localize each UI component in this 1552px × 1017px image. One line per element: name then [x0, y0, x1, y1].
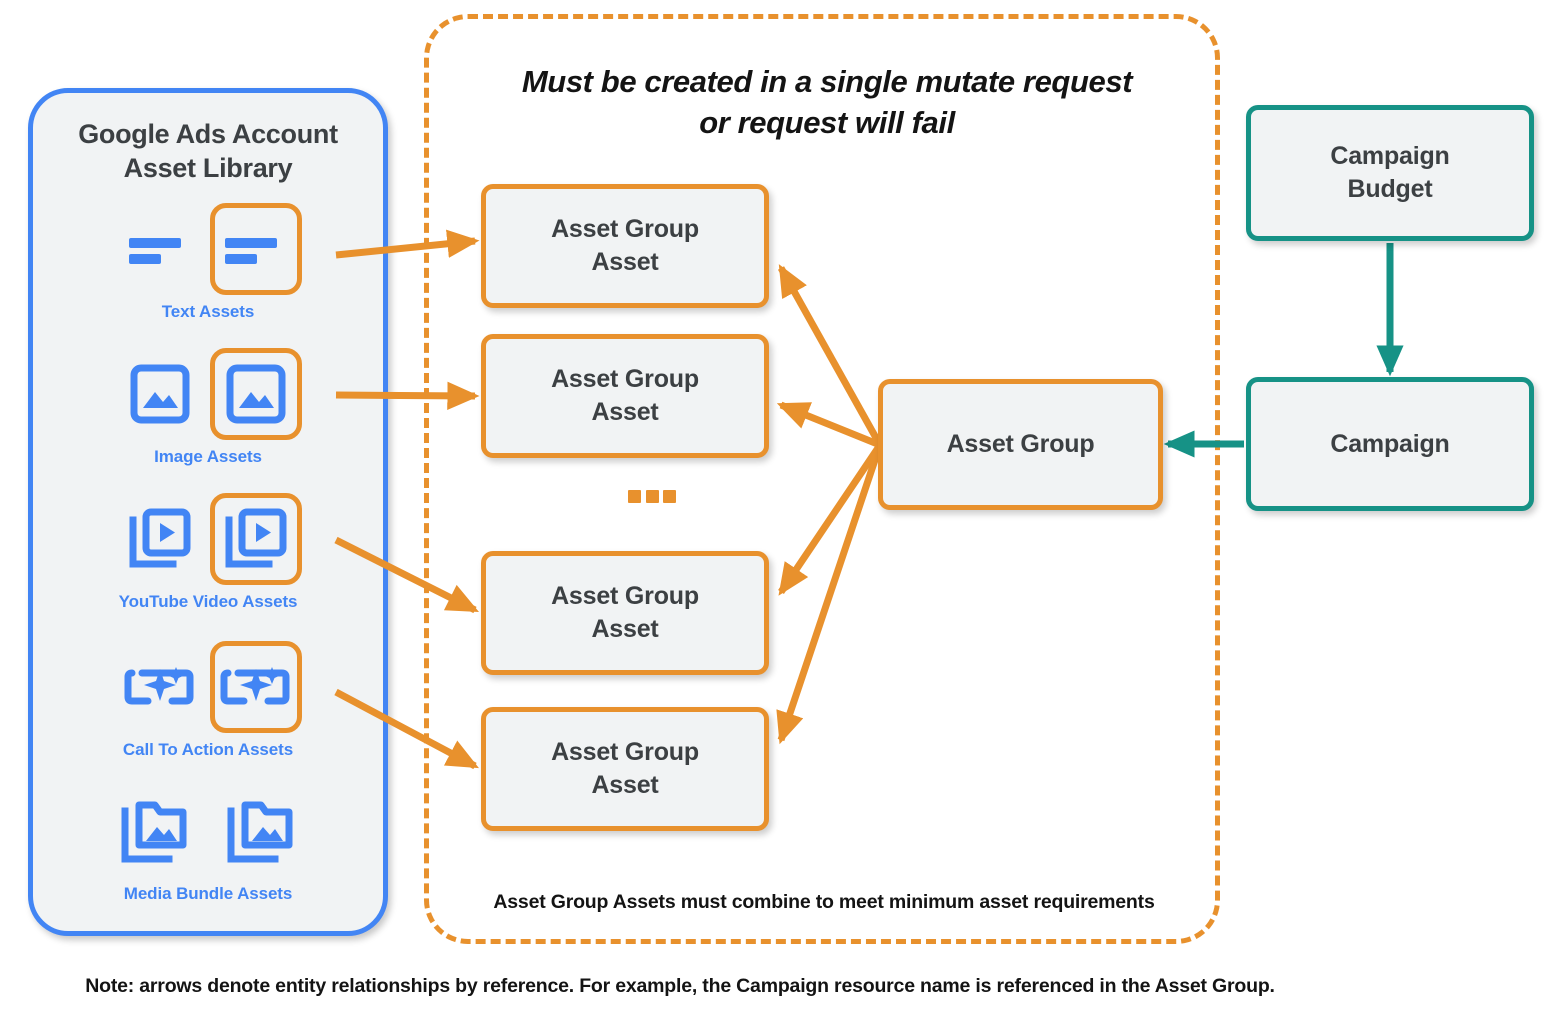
asset-group-asset-label-3: Asset Group Asset: [551, 582, 699, 643]
asset-group-label: Asset Group: [946, 430, 1095, 458]
ellipsis-indicator: [628, 489, 676, 503]
image-icon: [114, 348, 206, 440]
campaign-budget-label: Campaign Budget: [1330, 142, 1450, 203]
mutate-request-title-line1: Must be created in a single mutate reque…: [521, 64, 1133, 99]
asset-item-label-cta: Call To Action Assets: [122, 740, 294, 759]
ellipsis-dot-1: [628, 489, 641, 503]
asset-group-asset-label-4: Asset Group Asset: [551, 738, 699, 799]
text-lines-icon: [114, 203, 206, 295]
asset-item-cta[interactable]: Call To Action Assets: [33, 641, 383, 760]
asset-library-title: Google Ads Account Asset Library: [33, 117, 383, 186]
media-bundle-folder-icon: [109, 785, 201, 877]
image-icon-highlighted: [210, 348, 302, 440]
asset-group-asset-label-1: Asset Group Asset: [551, 215, 699, 276]
video-play-stack-icon: [114, 493, 206, 585]
asset-item-label-video: YouTube Video Assets: [118, 592, 298, 611]
asset-item-media-bundle[interactable]: Media Bundle Assets: [33, 785, 383, 904]
media-bundle-folder-icon-2: [215, 785, 307, 877]
diagram-note: Note: arrows denote entity relationships…: [85, 975, 1275, 997]
asset-group-asset-label-2: Asset Group Asset: [551, 365, 699, 426]
asset-item-label-media-bundle: Media Bundle Assets: [123, 884, 293, 903]
ellipsis-dot-3: [663, 489, 676, 503]
text-assets-icon-pair: [33, 203, 383, 295]
ellipsis-dot-2: [645, 489, 659, 503]
asset-group-asset-node-3[interactable]: Asset Group Asset: [481, 551, 769, 675]
video-play-stack-icon-highlighted: [210, 493, 302, 585]
image-assets-icon-pair: [33, 348, 383, 440]
asset-group-asset-node-2[interactable]: Asset Group Asset: [481, 334, 769, 458]
asset-library-panel: Google Ads Account Asset Library: [28, 88, 388, 936]
cta-assets-icon-pair: [33, 641, 383, 733]
call-to-action-sparkle-icon: [114, 641, 206, 733]
mutate-request-title: Must be created in a single mutate reque…: [459, 61, 1195, 143]
campaign-budget-node[interactable]: Campaign Budget: [1246, 105, 1534, 241]
media-bundle-icon-pair: [33, 785, 383, 877]
asset-group-asset-node-1[interactable]: Asset Group Asset: [481, 184, 769, 308]
asset-item-label-text: Text Assets: [161, 302, 255, 321]
video-assets-icon-pair: [33, 493, 383, 585]
asset-item-video[interactable]: YouTube Video Assets: [33, 493, 383, 612]
campaign-label: Campaign: [1330, 429, 1450, 458]
mutate-request-footnote: Asset Group Assets must combine to meet …: [493, 891, 1155, 913]
campaign-node[interactable]: Campaign: [1246, 377, 1534, 511]
mutate-request-title-line2: or request will fail: [699, 105, 955, 141]
asset-group-asset-node-4[interactable]: Asset Group Asset: [481, 707, 769, 831]
asset-item-text[interactable]: Text Assets: [33, 203, 383, 322]
asset-library-title-line1: Google Ads Account: [78, 119, 338, 149]
asset-item-image[interactable]: Image Assets: [33, 348, 383, 467]
call-to-action-sparkle-icon-highlighted: [210, 641, 302, 733]
asset-group-node[interactable]: Asset Group: [878, 379, 1163, 510]
asset-library-title-line2: Asset Library: [123, 153, 293, 184]
asset-item-label-image: Image Assets: [154, 447, 262, 466]
text-lines-icon-highlighted: [210, 203, 302, 295]
